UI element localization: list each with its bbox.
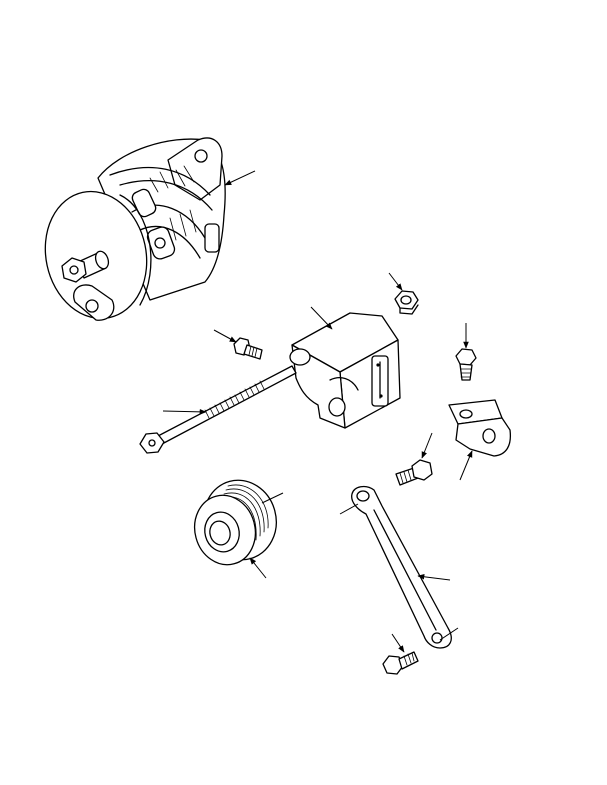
- leader-pulley: [249, 557, 267, 579]
- leader-link-lower-right: [439, 627, 459, 641]
- link-capscrew-lower: [382, 651, 419, 675]
- leader-pulley-upper: [261, 492, 284, 504]
- bracket-nut: [394, 290, 419, 315]
- leader-bracket-nut: [388, 272, 403, 291]
- angle-bracket: [448, 399, 512, 457]
- leader-link-left: [339, 503, 359, 515]
- long-mounting-bolt: [139, 365, 297, 454]
- leader-adjusting-link: [417, 574, 451, 581]
- pulley: [193, 479, 277, 566]
- leader-link-capscrew-lower: [391, 633, 405, 653]
- leader-link-capscrew-upper: [421, 432, 433, 459]
- leader-alternator: [224, 170, 256, 186]
- bracket-capscrew: [233, 337, 263, 360]
- alternator-mount-bracket: [289, 312, 401, 429]
- angle-bracket-capscrew: [455, 348, 477, 381]
- leader-long-bolt: [162, 409, 207, 415]
- leader-bracket-capscrew: [213, 329, 237, 343]
- alternator: [44, 137, 226, 321]
- adjusting-link: [351, 485, 452, 649]
- link-capscrew-upper: [395, 459, 433, 486]
- leader-mount-bracket: [310, 306, 333, 330]
- leader-angle-bracket: [459, 450, 473, 481]
